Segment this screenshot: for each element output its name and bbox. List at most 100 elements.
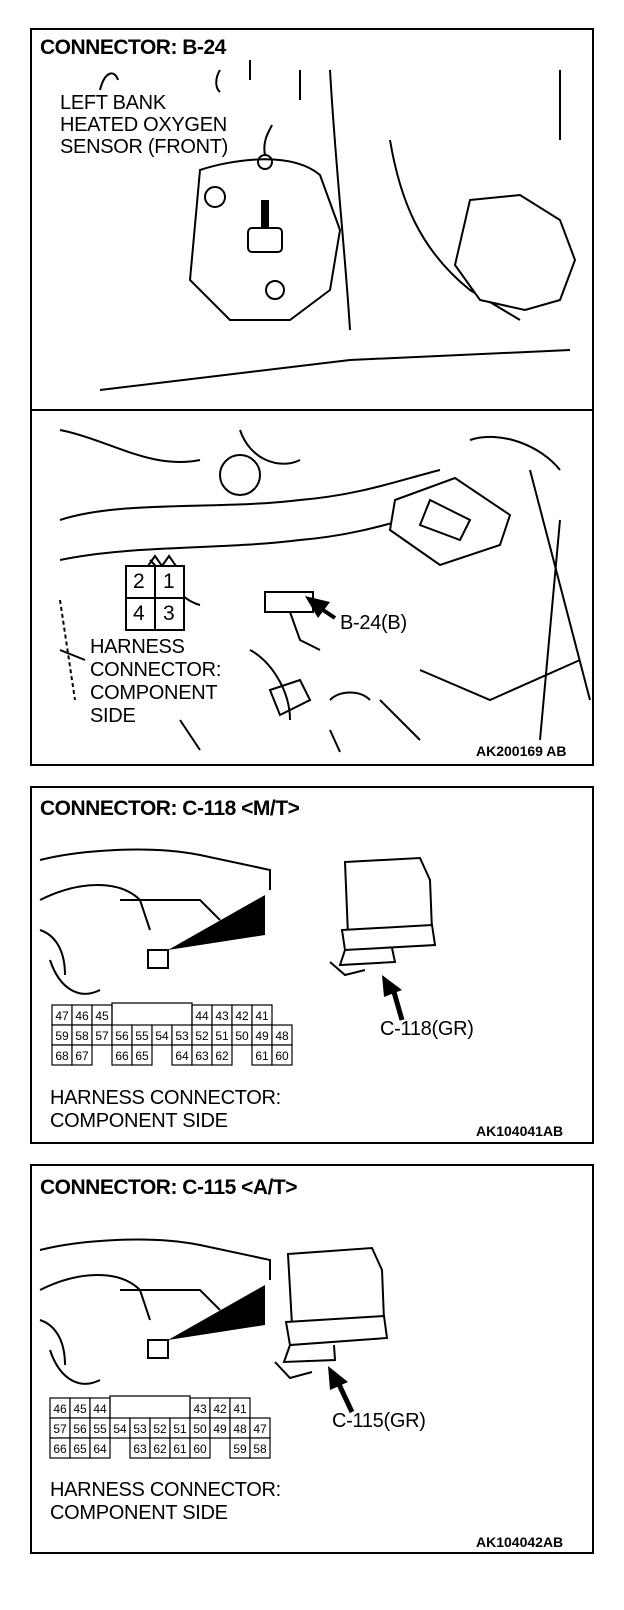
c115-pin-label: 49 (213, 1422, 227, 1436)
c118-pin-label: 48 (275, 1029, 289, 1043)
sensor-label-line1: LEFT BANK (60, 92, 166, 114)
c118-pin-cell (131, 1044, 153, 1066)
panel2-figure-code: AK104041AB (476, 1123, 564, 1139)
c118-pin-label: 59 (55, 1029, 69, 1043)
c118-pin-label: 64 (175, 1049, 189, 1063)
c118-pin-cell (211, 1044, 233, 1066)
sensor-label-line3: SENSOR (FRONT) (60, 136, 229, 158)
c118-pin-label: 66 (115, 1049, 129, 1063)
c115-callout: C-115(GR) (332, 1410, 426, 1432)
panel2-title: CONNECTOR: C-118 <M/T> (40, 797, 300, 820)
c118-pin-label: 49 (255, 1029, 269, 1043)
sensor-label-line2: HEATED OXYGEN (60, 114, 227, 136)
c115-pin-label: 65 (73, 1442, 87, 1456)
c115-pin-cell (249, 1437, 271, 1459)
connector-c118-panel (30, 786, 594, 1144)
c115-pin-label: 41 (233, 1402, 247, 1416)
c118-pin-label: 46 (75, 1009, 89, 1023)
c118-pin-label: 61 (255, 1049, 269, 1063)
engine-bay-illustration (59, 429, 591, 753)
c115-pin-label: 43 (193, 1402, 207, 1416)
c115-pin-label: 63 (133, 1442, 147, 1456)
c115-arrow-icon (328, 1366, 355, 1414)
c118-pin-label: 44 (195, 1009, 209, 1023)
c118-pin-label: 53 (175, 1029, 189, 1043)
c118-callout: C-118(GR) (380, 1018, 474, 1040)
b24-pin-4: 4 (133, 602, 145, 625)
b24-pin-diagram (125, 554, 185, 631)
c118-zoom-wedge (168, 895, 265, 950)
engine-illustration-top (99, 60, 577, 391)
c118-pin-label: 58 (75, 1029, 89, 1043)
c118-pin-label: 68 (55, 1049, 69, 1063)
c115-pin-label: 47 (253, 1422, 267, 1436)
c118-pin-label: 56 (115, 1029, 129, 1043)
panel3-figure-code: AK104042AB (476, 1534, 564, 1550)
c115-pin-cell (89, 1437, 111, 1459)
c118-pin-label: 43 (215, 1009, 229, 1023)
panel3-title: CONNECTOR: C-115 <A/T> (40, 1176, 298, 1199)
c115-pin-label: 57 (53, 1422, 67, 1436)
c115-pin-label: 61 (173, 1442, 187, 1456)
c115-pin-label: 64 (93, 1442, 107, 1456)
c118-pin-label: 41 (255, 1009, 269, 1023)
c118-pin-label: 67 (75, 1049, 89, 1063)
c115-pin-label: 42 (213, 1402, 227, 1416)
c115-pin-label: 52 (153, 1422, 167, 1436)
c115-pin-label: 51 (173, 1422, 187, 1436)
b24-callout: B-24(B) (340, 612, 407, 634)
c118-pin-label: 62 (215, 1049, 229, 1063)
c118-pin-cell (71, 1044, 93, 1066)
c115-pin-label: 62 (153, 1442, 167, 1456)
c118-harness-label-line1: HARNESS CONNECTOR: (50, 1087, 281, 1109)
c115-pin-label: 50 (193, 1422, 207, 1436)
c118-connector-frame (111, 1002, 193, 1025)
c115-pin-label: 45 (73, 1402, 87, 1416)
c118-pin-label: 42 (235, 1009, 249, 1023)
connector-b24-panel (30, 28, 594, 766)
c115-harness-label-line1: HARNESS CONNECTOR: (50, 1479, 281, 1501)
c115-pin-label: 53 (133, 1422, 147, 1436)
c118-pin-cell (271, 1044, 293, 1066)
c118-pin-label: 63 (195, 1049, 209, 1063)
c115-pin-label: 58 (253, 1442, 267, 1456)
c118-pin-label: 60 (275, 1049, 289, 1063)
c118-pin-label: 45 (95, 1009, 109, 1023)
harness-label-line1: HARNESS (90, 636, 185, 658)
harness-label-line2: CONNECTOR: (90, 659, 222, 681)
c115-pin-label: 44 (93, 1402, 107, 1416)
harness-label-line4: SIDE (90, 705, 136, 727)
c118-pin-label: 51 (215, 1029, 229, 1043)
c118-arrow-icon (382, 975, 405, 1021)
panel1-title: CONNECTOR: B-24 (40, 36, 226, 59)
harness-label-line3: COMPONENT (90, 682, 218, 704)
c115-connector-frame (109, 1395, 191, 1418)
c115-pin-label: 46 (53, 1402, 67, 1416)
c115-pin-cell (189, 1437, 211, 1459)
c115-pin-label: 56 (73, 1422, 87, 1436)
panel1-figure-code: AK200169 AB (476, 743, 567, 759)
c118-pin-label: 55 (135, 1029, 149, 1043)
c115-pin-label: 66 (53, 1442, 67, 1456)
c115-pin-label: 54 (113, 1422, 127, 1436)
c115-harness-label-line2: COMPONENT SIDE (50, 1502, 228, 1524)
c118-pin-label: 47 (55, 1009, 69, 1023)
c118-pin-label: 54 (155, 1029, 169, 1043)
c115-zoom-wedge (168, 1285, 265, 1340)
b24-pin-1: 1 (163, 570, 175, 593)
connector-c115-panel (30, 1164, 594, 1554)
b24-pin-3: 3 (163, 602, 175, 625)
c115-pin-label: 59 (233, 1442, 247, 1456)
b24-pin-2: 2 (133, 570, 145, 593)
c118-pin-label: 50 (235, 1029, 249, 1043)
c115-pin-label: 60 (193, 1442, 207, 1456)
b24-arrow-icon (305, 596, 337, 620)
c118-harness-label-line2: COMPONENT SIDE (50, 1110, 228, 1132)
c118-pin-label: 65 (135, 1049, 149, 1063)
c115-pin-label: 55 (93, 1422, 107, 1436)
